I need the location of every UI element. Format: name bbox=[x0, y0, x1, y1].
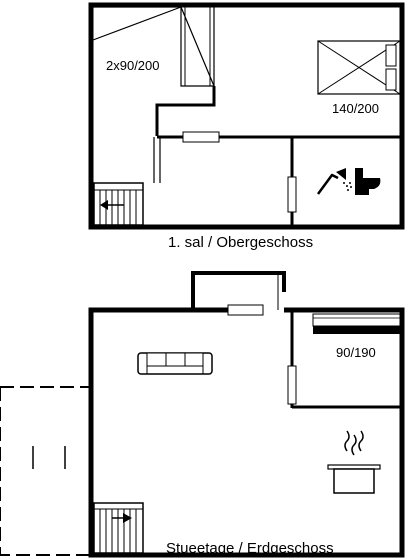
bed-icon bbox=[312, 313, 401, 334]
ground-entry-door bbox=[227, 304, 264, 316]
stairs-icon bbox=[93, 182, 144, 226]
ground-floor-outer-wall bbox=[88, 307, 405, 558]
upper-interior-wall bbox=[155, 86, 216, 136]
ground-floor: 90/190 bbox=[0, 271, 405, 558]
upper-floor-caption: 1. sal / Obergeschoss bbox=[168, 234, 313, 251]
stairs-icon bbox=[93, 502, 144, 554]
upper-bed-right-label: 140/200 bbox=[332, 101, 379, 116]
ground-floor-caption: Stueetage / Erdgeschoss bbox=[166, 540, 334, 557]
upper-door-top bbox=[182, 131, 220, 143]
ground-bed-label: 90/190 bbox=[336, 345, 376, 360]
upper-bed-double-left bbox=[92, 6, 215, 87]
ground-entry-wall bbox=[191, 271, 286, 310]
upper-floor: 2x90/200 140/200 bbox=[88, 2, 405, 251]
upper-bed-left-label: 2x90/200 bbox=[106, 58, 160, 73]
shower-icon bbox=[316, 168, 352, 195]
upper-bath-door bbox=[287, 176, 297, 213]
upper-floor-outer-wall bbox=[88, 2, 405, 230]
ground-bedroom-door bbox=[287, 365, 297, 405]
sofa-icon bbox=[137, 352, 213, 375]
cooking-pot-icon bbox=[327, 430, 381, 494]
toilet-icon bbox=[355, 168, 381, 195]
terrace-outline bbox=[0, 386, 92, 556]
bed-icon bbox=[317, 40, 401, 95]
